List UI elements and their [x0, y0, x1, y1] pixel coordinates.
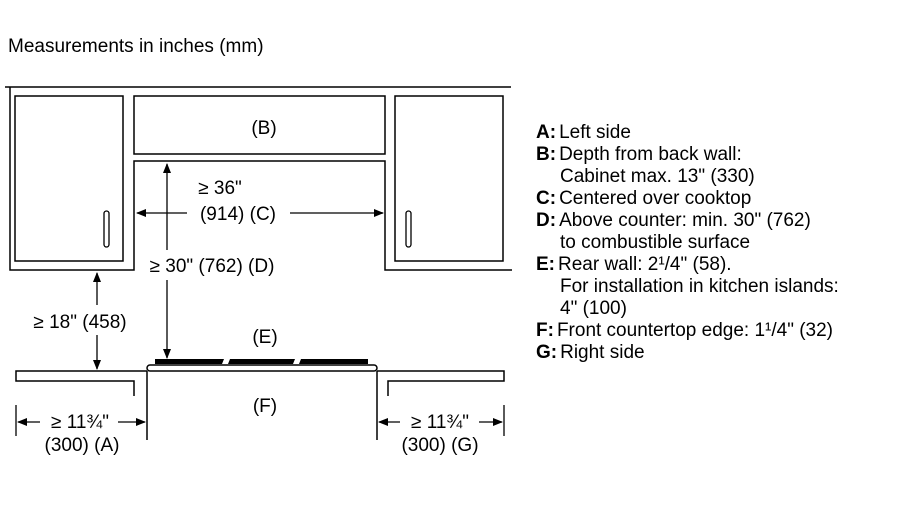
legend-text-continued: to combustible surface	[560, 232, 751, 253]
measurements-caption: Measurements in inches (mm)	[8, 36, 264, 57]
legend-key: C:	[536, 188, 557, 209]
legend-text: Right side	[560, 342, 645, 363]
legend-item: D:Above counter: min. 30" (762)	[536, 210, 896, 232]
legend-item: E:Rear wall: 2¹/4" (58).	[536, 254, 896, 276]
legend-text-continued: For installation in kitchen islands:	[560, 276, 839, 297]
center-cabinet	[133, 95, 386, 155]
legend-key: E:	[536, 254, 555, 275]
legend-text: Depth from back wall:	[559, 144, 742, 165]
legend-item: F:Front countertop edge: 1¹/4" (32)	[536, 320, 896, 342]
legend-text: Above counter: min. 30" (762)	[559, 210, 811, 231]
label-c-bottom: (914) (C)	[200, 204, 276, 225]
label-e: (E)	[252, 327, 277, 348]
label-c-top: ≥ 36"	[198, 178, 242, 199]
label-a-bottom: (300) (A)	[45, 435, 120, 456]
legend-key: A:	[536, 122, 557, 143]
legend-text: Centered over cooktop	[559, 188, 752, 209]
label-f: (F)	[253, 396, 277, 417]
right-wall-cabinet	[394, 95, 504, 262]
label-left-clearance: ≥ 18" (458)	[33, 312, 126, 333]
left-cabinet-handle	[103, 210, 110, 248]
left-wall-cabinet	[9, 87, 512, 271]
legend-text: Rear wall: 2¹/4" (58).	[558, 254, 732, 275]
legend-item: G:Right side	[536, 342, 896, 364]
legend-key: B:	[536, 144, 557, 165]
label-g-top: ≥ 11¾"	[411, 412, 469, 433]
legend-item: B:Depth from back wall:	[536, 144, 896, 166]
legend-key: F:	[536, 320, 554, 341]
legend-text: Left side	[559, 122, 631, 143]
label-d: ≥ 30" (762) (D)	[150, 256, 275, 277]
legend-text-continued: Cabinet max. 13" (330)	[560, 166, 755, 187]
legend-item: A:Left side	[536, 122, 896, 144]
legend-text-continued: 4" (100)	[560, 298, 627, 319]
right-cabinet-handle	[405, 210, 412, 248]
label-a-top: ≥ 11¾"	[51, 412, 109, 433]
label-b: (B)	[251, 118, 276, 139]
legend-item: C:Centered over cooktop	[536, 188, 896, 210]
legend-key: D:	[536, 210, 557, 231]
cooktop	[146, 359, 378, 440]
label-g-bottom: (300) (G)	[401, 435, 478, 456]
legend-key: G:	[536, 342, 558, 363]
countertop	[15, 370, 505, 396]
legend-text: Front countertop edge: 1¹/4" (32)	[556, 320, 834, 341]
